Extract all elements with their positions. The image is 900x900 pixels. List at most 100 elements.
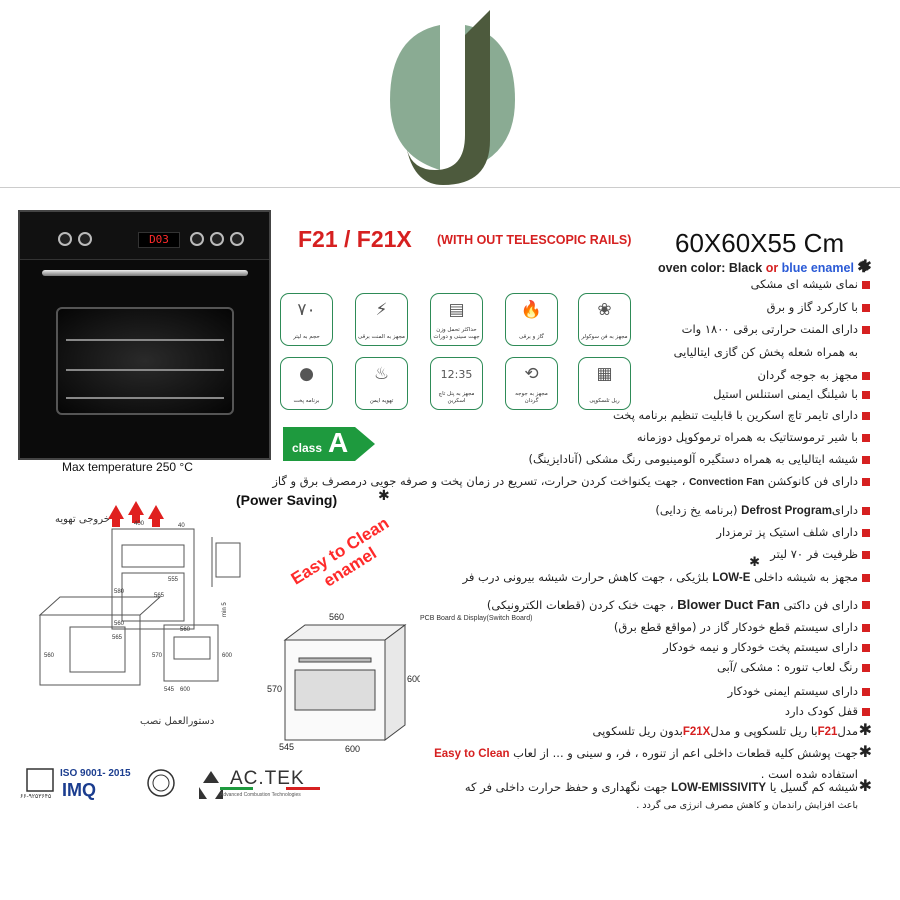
dimensions: 60X60X55 Cm bbox=[675, 228, 845, 258]
dim-label: 40 bbox=[178, 523, 185, 529]
fan-icon: ❀مجهز به فن سوکولر bbox=[578, 293, 631, 346]
certification-logos bbox=[26, 768, 223, 799]
installation-label: دستورالعمل نصب bbox=[140, 716, 215, 727]
cook-program-icon: ●برنامه پخت bbox=[280, 357, 333, 410]
oven-color: oven color: Black or blue enamel ✱ bbox=[658, 258, 870, 276]
dim-label: 600 bbox=[180, 687, 191, 693]
dim-label: 560 bbox=[114, 621, 125, 627]
note-item: مدلF21با ریل تلسکوپی و مدلF21Xبدون ریل ت… bbox=[592, 724, 859, 738]
oven-display: D03 bbox=[138, 232, 180, 248]
dimension-diagram: 560 570 600 545 600 bbox=[267, 612, 420, 754]
bullet-icon bbox=[862, 507, 870, 515]
bullet-icon bbox=[862, 304, 870, 312]
star-icon: ✱ bbox=[858, 256, 872, 275]
electric-element-icon: ⚡مجهز به المنت برقی bbox=[355, 293, 408, 346]
knob-icon bbox=[230, 232, 244, 246]
oven-color-or: or bbox=[765, 261, 779, 275]
imq-label: IMQ bbox=[62, 780, 96, 800]
bullet-icon bbox=[862, 391, 870, 399]
energy-class-label: class bbox=[292, 441, 323, 455]
note-item: باعث افزایش راندمان و کاهش مصرف انرژی می… bbox=[636, 800, 858, 811]
dim-label: 400 bbox=[134, 521, 145, 527]
power-saving: (Power Saving) bbox=[236, 492, 338, 508]
feature-item: ظرفیت فر ۷۰ لیتر bbox=[770, 547, 858, 561]
phone-label: ۶۶-۹۲۵۳۶۴۵ bbox=[20, 793, 52, 800]
dim-label: 560 bbox=[180, 627, 191, 633]
bullet-icon bbox=[862, 574, 870, 582]
knob-icon bbox=[210, 232, 224, 246]
dim-label: 600 bbox=[222, 653, 233, 659]
oven-color-prefix: oven color: Black bbox=[658, 261, 766, 275]
dim-label: 565 bbox=[112, 635, 123, 641]
star-icon: ✱ bbox=[858, 776, 872, 795]
installation-diagram: 400 40 555 580 565 560 565 560 570 545 6… bbox=[38, 501, 241, 693]
note-item: استفاده شده است . bbox=[760, 767, 858, 781]
knob-icon bbox=[58, 232, 72, 246]
control-panel: D03 bbox=[20, 212, 269, 260]
dim-label: 545 bbox=[164, 687, 175, 693]
diagram-dims: 400 40 555 580 565 560 565 560 570 545 6… bbox=[44, 521, 233, 693]
knob-icon bbox=[78, 232, 92, 246]
energy-class-badge bbox=[283, 427, 375, 461]
feature-item: با شیلنگ ایمنی استنلس استیل bbox=[713, 387, 858, 401]
bullet-icon bbox=[862, 551, 870, 559]
bullet-icon bbox=[862, 372, 870, 380]
star-icon: ✱ bbox=[858, 720, 872, 739]
feature-item: دارای تایمر تاچ اسکرین با قابلیت تنظیم ب… bbox=[612, 408, 858, 422]
feature-item: دارای سیستم پخت خودکار و نیمه خودکار bbox=[663, 640, 858, 654]
dim-label: 600 bbox=[407, 674, 420, 684]
oven-photo: D03 bbox=[18, 210, 271, 460]
bullet-icon bbox=[862, 708, 870, 716]
bullet-icon bbox=[862, 644, 870, 652]
oven-color-blue: blue enamel bbox=[778, 261, 854, 275]
pcb-note: PCB Board & Display(Switch Board) bbox=[420, 615, 533, 622]
dim-label: 560 bbox=[44, 653, 55, 659]
oven-rack bbox=[66, 339, 224, 341]
feature-item: دارای فن داکتی Blower Duct Fan ، جهت خنک… bbox=[486, 597, 858, 612]
rotisserie-icon: ⟲مجهز به جوجه گردان bbox=[505, 357, 558, 410]
bullet-icon bbox=[862, 601, 870, 609]
ventilation-icon: ♨تهویه ایمن bbox=[355, 357, 408, 410]
feature-item: رنگ لعاب تنوره : مشکی /آبی bbox=[717, 660, 858, 674]
dim-label: 560 bbox=[329, 612, 344, 622]
oven-rack bbox=[66, 369, 224, 371]
spec-sheet bbox=[0, 187, 900, 832]
bullet-icon bbox=[862, 529, 870, 537]
cabinet-drawing bbox=[38, 528, 241, 686]
bullet-icon bbox=[862, 456, 870, 464]
feature-item: نمای شیشه ای مشکی bbox=[750, 277, 858, 291]
oven-rack bbox=[66, 397, 224, 399]
logo-left-leaf bbox=[390, 25, 440, 170]
model-title: F21 / F21X bbox=[298, 226, 412, 252]
dim-label: 555 bbox=[168, 577, 179, 583]
feature-item: به همراه شعله پخش کن گازی ایتالیایی bbox=[673, 345, 858, 359]
feature-item: شیشه ایتالیایی به همراه دستگیره آلومینیو… bbox=[528, 452, 858, 466]
feature-item: دارای سیستم ایمنی خودکار bbox=[727, 684, 858, 698]
note-item: شیشه کم گسیل یا LOW-EMISSIVITY جهت نگهدا… bbox=[464, 780, 858, 794]
bullet-icon bbox=[862, 434, 870, 442]
gas-electric-icon: 🔥گاز و برقی bbox=[505, 293, 558, 346]
star-icon: ✱ bbox=[858, 742, 872, 761]
dim-label: 545 bbox=[279, 742, 294, 752]
bullet-icon bbox=[862, 478, 870, 486]
tray-load-icon: ▤حداکثر تحمل وزن جهت سینی و دورات bbox=[430, 293, 483, 346]
feature-item: دارای شلف استیک پز ترمزدار bbox=[716, 525, 858, 539]
feature-item: با شیر ترموستاتیک به همراه ترموکوپل دوزم… bbox=[636, 430, 858, 444]
seal-inner bbox=[152, 774, 170, 792]
logo-letter bbox=[407, 10, 490, 185]
dim-label: 580 bbox=[114, 589, 125, 595]
vent-arrows-icon bbox=[108, 501, 164, 527]
bullet-icon bbox=[862, 624, 870, 632]
feature-item: قفل کودک دارد bbox=[784, 704, 858, 718]
bullet-icon bbox=[862, 326, 870, 334]
feature-item: دارایDefrost Program (برنامه یخ زدایی) bbox=[655, 503, 858, 517]
model-note: (WITH OUT TELESCOPIC RAILS) bbox=[437, 233, 632, 247]
recycle-icon bbox=[199, 771, 223, 799]
feature-item: مجهز به جوجه گردان bbox=[757, 368, 858, 382]
star-icon: ✱ bbox=[378, 488, 390, 504]
note-item: جهت پوشش کلیه قطعات داخلی اعم از تنوره ،… bbox=[434, 746, 858, 760]
knob-icon bbox=[190, 232, 204, 246]
feature-item: دارای المنت حرارتی برقی ۱۸۰۰ وات bbox=[681, 322, 858, 336]
